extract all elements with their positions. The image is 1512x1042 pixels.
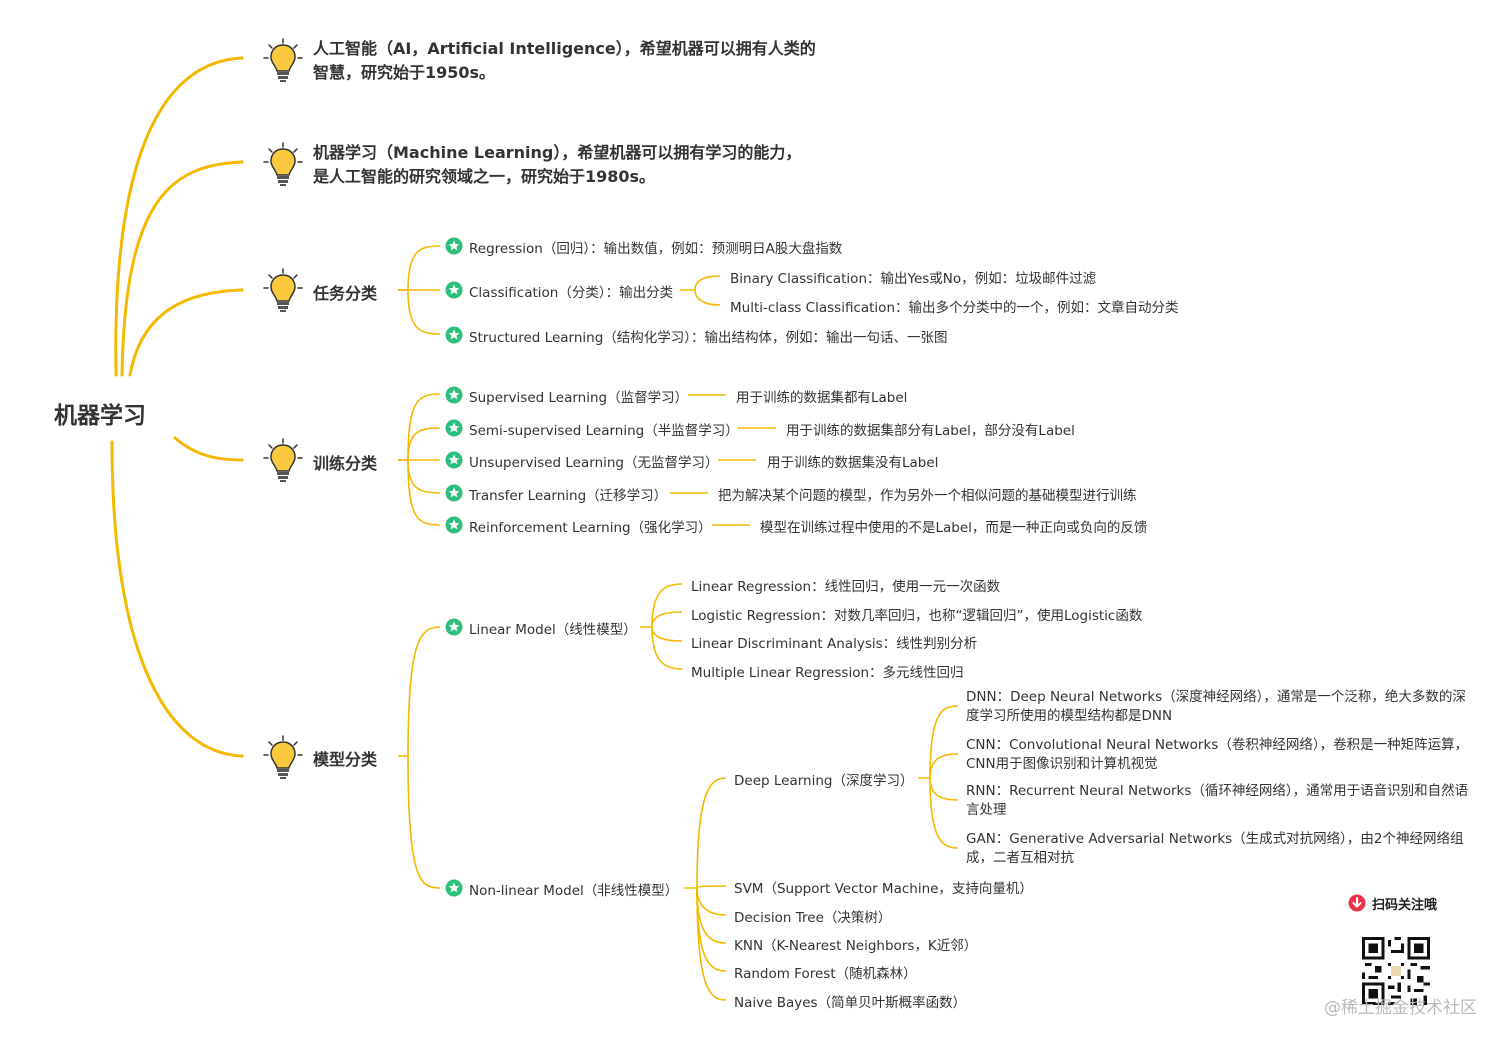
star-badge-icon (445, 386, 463, 404)
watermark: @稀土掘金技术社区 (1324, 998, 1477, 1018)
star-badge-icon (445, 618, 463, 636)
task-binary-classification[interactable]: Binary Classification：输出Yes或No，例如：垃圾邮件过滤 (730, 271, 1097, 287)
star-badge-icon (445, 326, 463, 344)
training-desc-semisupervised[interactable]: 用于训练的数据集部分有Label，部分没有Label (786, 423, 1075, 439)
training-item-unsupervised[interactable]: Unsupervised Learning（无监督学习） (469, 455, 719, 471)
nonlinear-item-knn[interactable]: KNN（K-Nearest Neighbors，K近邻） (734, 938, 978, 954)
linear-item-linear-regression[interactable]: Linear Regression：线性回归，使用一元一次函数 (691, 579, 1001, 595)
training-item-semisupervised[interactable]: Semi-supervised Learning（半监督学习） (469, 423, 739, 439)
training-desc-reinforcement[interactable]: 模型在训练过程中使用的不是Label，而是一种正向或负向的反馈 (760, 520, 1148, 536)
linear-item-multiple-regression[interactable]: Multiple Linear Regression：多元线性回归 (691, 665, 964, 681)
star-badge-icon (445, 237, 463, 255)
training-desc-unsupervised[interactable]: 用于训练的数据集没有Label (767, 455, 939, 471)
training-desc-supervised[interactable]: 用于训练的数据集都有Label (736, 390, 908, 406)
training-item-supervised[interactable]: Supervised Learning（监督学习） (469, 390, 689, 406)
star-badge-icon (445, 516, 463, 534)
linear-item-lda[interactable]: Linear Discriminant Analysis：线性判别分析 (691, 636, 978, 652)
deep-item-gan[interactable]: GAN：Generative Adversarial Networks（生成式对… (966, 831, 1464, 866)
star-badge-icon (445, 451, 463, 469)
category-training[interactable]: 训练分类 (313, 454, 378, 473)
deep-item-cnn[interactable]: CNN：Convolutional Neural Networks（卷积神经网络… (966, 737, 1469, 772)
intro-ml-line2[interactable]: 是人工智能的研究领域之一，研究始于1980s。 (313, 167, 656, 186)
star-badge-icon (445, 281, 463, 299)
nonlinear-item-random-forest[interactable]: Random Forest（随机森林） (734, 966, 917, 982)
star-badge-icon (445, 879, 463, 897)
deep-item-dnn[interactable]: DNN：Deep Neural Networks（深度神经网络），通常是一个泛称… (966, 689, 1466, 724)
intro-ai-line2[interactable]: 智慧，研究始于1950s。 (313, 63, 496, 82)
nonlinear-item-svm[interactable]: SVM（Support Vector Machine，支持向量机） (734, 881, 1033, 897)
category-task[interactable]: 任务分类 (313, 284, 378, 303)
star-badge-icon (445, 419, 463, 437)
nonlinear-item-naive-bayes[interactable]: Naive Bayes（简单贝叶斯概率函数） (734, 995, 967, 1011)
task-classification[interactable]: Classification（分类）：输出分类 (469, 285, 674, 301)
category-model[interactable]: 模型分类 (313, 750, 378, 769)
arrow-down-circle-icon (1348, 894, 1366, 912)
linear-item-logistic-regression[interactable]: Logistic Regression：对数几率回归，也称“逻辑回归”，使用Lo… (691, 608, 1143, 624)
lightbulb-icon (263, 38, 303, 82)
nonlinear-deep-learning[interactable]: Deep Learning（深度学习） (734, 773, 914, 789)
lightbulb-icon (263, 735, 303, 779)
model-nonlinear[interactable]: Non-linear Model（非线性模型） (469, 883, 679, 899)
qr-code-icon[interactable] (1362, 937, 1430, 1005)
task-regression[interactable]: Regression（回归）：输出数值，例如：预测明日A股大盘指数 (469, 241, 843, 257)
root-node[interactable]: 机器学习 (54, 403, 146, 429)
lightbulb-icon (263, 142, 303, 186)
qr-caption: 扫码关注哦 (1372, 898, 1438, 913)
lightbulb-icon (263, 438, 303, 482)
intro-ai-line1[interactable]: 人工智能（AI，Artificial Intelligence），希望机器可以拥… (313, 39, 816, 58)
lightbulb-icon (263, 268, 303, 312)
deep-item-rnn[interactable]: RNN：Recurrent Neural Networks（循环神经网络），通常… (966, 783, 1469, 818)
nonlinear-item-decision-tree[interactable]: Decision Tree（决策树） (734, 910, 892, 926)
intro-ml-line1[interactable]: 机器学习（Machine Learning），希望机器可以拥有学习的能力， (313, 143, 802, 162)
training-desc-transfer[interactable]: 把为解决某个问题的模型，作为另外一个相似问题的基础模型进行训练 (718, 488, 1137, 504)
training-item-reinforcement[interactable]: Reinforcement Learning（强化学习） (469, 520, 712, 536)
task-multiclass-classification[interactable]: Multi-class Classification：输出多个分类中的一个，例如… (730, 300, 1179, 316)
star-badge-icon (445, 484, 463, 502)
training-item-transfer[interactable]: Transfer Learning（迁移学习） (469, 488, 668, 504)
model-linear[interactable]: Linear Model（线性模型） (469, 622, 637, 638)
task-structured-learning[interactable]: Structured Learning（结构化学习）：输出结构体，例如：输出一句… (469, 330, 948, 346)
